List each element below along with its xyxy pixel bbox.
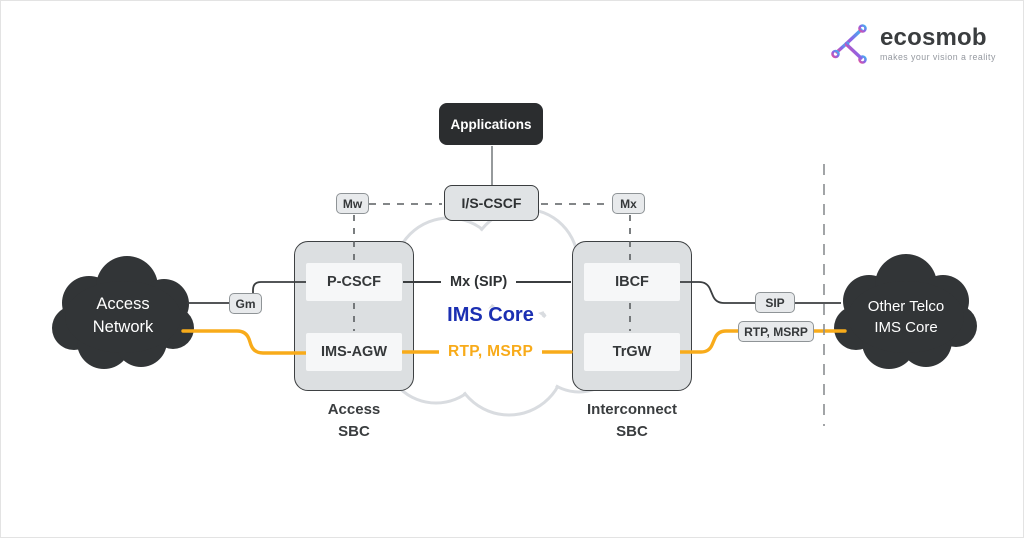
mw-label: Mw (342, 196, 363, 211)
access-network-cloud (52, 256, 194, 369)
gm-pcscf-line (252, 281, 307, 293)
access-cloud-line1: Access (96, 295, 150, 313)
interconnect-sbc-caption: Interconnect SBC (572, 399, 692, 443)
access-sbc-caption-line2: SBC (338, 422, 370, 440)
access-imsagw-media-line (181, 329, 309, 355)
mx-label: Mx (620, 196, 637, 211)
ibcf-label: IBCF (615, 274, 649, 290)
gm-label: Gm (235, 296, 256, 311)
iscscf-node: I/S-CSCF (444, 185, 539, 221)
ims-core-title: IMS Core (428, 302, 553, 328)
trgw-rtp-line (677, 329, 740, 354)
interface-chip-sip: SIP (755, 292, 795, 313)
other-telco-cloud (834, 254, 977, 369)
imsagw-label: IMS-AGW (320, 344, 388, 360)
mx-sip-center-label: Mx (SIP) (441, 271, 517, 293)
iscscf-label: I/S-CSCF (461, 195, 522, 211)
brand-name: ecosmob (880, 24, 987, 51)
interface-chip-gm: Gm (229, 293, 262, 314)
rtp-msrp-center-label: RTP, MSRP (439, 341, 543, 363)
rtp-msrp-label: RTP, MSRP (744, 324, 808, 339)
interface-chip-rtp-msrp: RTP, MSRP (738, 321, 814, 342)
ibcf-node: IBCF (584, 263, 680, 301)
applications-label: Applications (450, 116, 532, 132)
trgw-label: TrGW (612, 344, 652, 360)
access-sbc-caption-line1: Access (327, 401, 381, 418)
access-cloud-text: Access Network (63, 293, 183, 339)
pcscf-node: P-CSCF (306, 263, 402, 301)
access-cloud-line2: Network (92, 318, 154, 337)
brand-logo: ecosmob makes your vision a reality (831, 19, 1011, 69)
pcscf-label: P-CSCF (327, 274, 381, 290)
brand-text: ecosmob makes your vision a reality (880, 24, 996, 63)
brand-tagline: makes your vision a reality (880, 52, 996, 62)
interface-chip-mw: Mw (336, 193, 369, 214)
rtp-msrp-center-text: RTP, MSRP (448, 343, 534, 360)
interconnect-sbc-caption-line2: SBC (616, 422, 648, 440)
other-telco-cloud-text: Other Telco IMS Core (841, 296, 971, 338)
imsagw-node: IMS-AGW (306, 333, 402, 371)
access-sbc-caption: Access SBC (294, 399, 414, 443)
mx-sip-text: Mx (SIP) (450, 274, 508, 290)
other-telco-line2: IMS Core (874, 319, 938, 336)
sip-label: SIP (765, 295, 785, 310)
applications-node: Applications (439, 103, 543, 145)
ecosmob-logo-icon (831, 24, 867, 64)
trgw-node: TrGW (584, 333, 680, 371)
interface-chip-mx: Mx (612, 193, 645, 214)
interconnect-sbc-caption-line1: Interconnect (586, 401, 677, 418)
ibcf-sip-line (679, 281, 755, 304)
ims-core-text: IMS Core (447, 303, 534, 326)
other-telco-line1: Other Telco (867, 298, 945, 315)
